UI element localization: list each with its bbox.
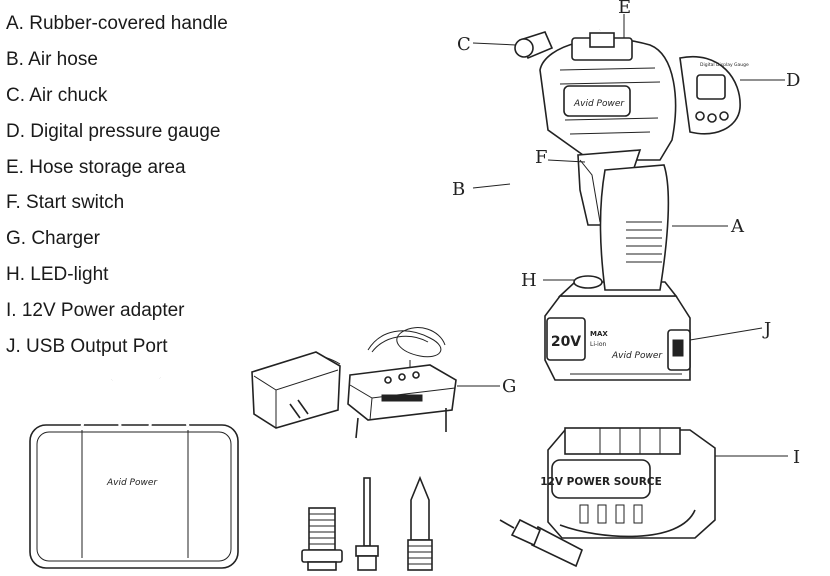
callout-h: H	[521, 270, 537, 291]
leader-j	[689, 327, 763, 341]
callout-d: D	[786, 70, 800, 91]
part-label-j: J. USB Output Port	[6, 336, 168, 358]
part-label-f: F. Start switch	[6, 192, 125, 214]
adapter-label: 12V POWER SOURCE	[540, 476, 662, 488]
callout-f: F	[535, 147, 548, 168]
part-label-g: G. Charger	[6, 228, 100, 250]
battery-max: MAX	[590, 330, 608, 338]
power-adapter: 12V POWER SOURCE	[499, 427, 716, 568]
battery-brand-logo: Avid Power	[611, 351, 663, 361]
inflator-brand-logo: Avid Power	[573, 99, 625, 109]
inflator: Avid Power Digital Display Gauge	[500, 23, 749, 291]
part-label-h: H. LED-light	[6, 264, 109, 286]
battery-chemistry: Li-ion	[590, 341, 607, 348]
leader-c	[472, 42, 517, 46]
callout-a: A	[730, 216, 745, 237]
callout-lines	[457, 14, 788, 457]
nozzle-adapters	[301, 475, 433, 571]
callout-letters: A B C D E F G H I J	[452, 0, 800, 468]
leader-f	[547, 159, 586, 163]
part-label-c: C. Air chuck	[6, 84, 108, 106]
battery-pack: 20V MAX Li-ion Avid Power	[544, 281, 691, 381]
part-label-a: A. Rubber-covered handle	[6, 13, 228, 34]
callout-g: G	[502, 376, 516, 397]
callout-c: C	[457, 34, 471, 55]
part-label-e: E. Hose storage area	[6, 156, 186, 178]
parts-list: A. Rubber-covered handle B. Air hose C. …	[6, 6, 228, 365]
battery-voltage: 20V	[551, 334, 581, 350]
bag-brand-logo: Avid Power	[106, 478, 158, 488]
part-label-i: I. 12V Power adapter	[6, 300, 185, 322]
carry-bag: Avid Power	[29, 363, 239, 569]
gauge-label: Digital Display Gauge	[700, 62, 749, 68]
leader-b	[472, 183, 511, 189]
callout-j: J	[762, 319, 771, 340]
callout-b: B	[452, 179, 465, 200]
part-label-b: B. Air hose	[6, 48, 98, 70]
callout-i: I	[793, 447, 800, 468]
part-label-d: D. Digital pressure gauge	[6, 120, 221, 142]
charger	[251, 327, 457, 439]
callout-e: E	[618, 0, 631, 18]
